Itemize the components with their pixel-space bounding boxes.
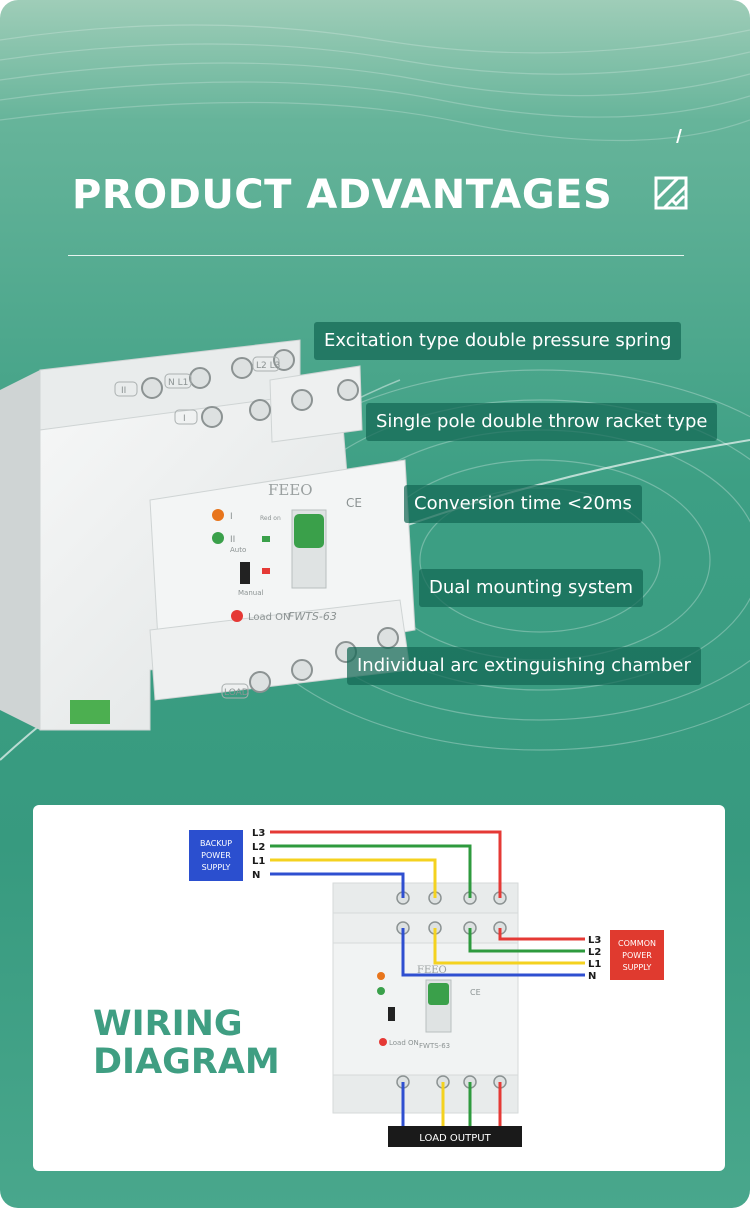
wire-backup-n xyxy=(270,872,405,898)
wiring-diagram: FEEO FWTS-63 Load ON CE xyxy=(189,828,664,1147)
feature-spdt-racket: Single pole double throw racket type xyxy=(366,403,718,441)
diagram-device-model: FWTS-63 xyxy=(419,1042,450,1050)
load-output-box xyxy=(388,1126,522,1147)
wire-common-n xyxy=(401,928,585,977)
common-line-l3: L3 xyxy=(588,935,601,946)
backup-line-l3: L3 xyxy=(252,828,265,839)
green-terminal-block xyxy=(70,700,110,724)
green-switch-handle xyxy=(294,514,324,548)
device-side xyxy=(0,370,40,730)
backup-label-1: BACKUP xyxy=(200,839,232,848)
device-ce-mark: CE xyxy=(346,496,362,510)
device-indicator-ii: II xyxy=(230,535,235,545)
check-badge-icon xyxy=(654,176,688,210)
device-auto-label: Auto xyxy=(230,546,246,554)
backup-label-3: SUPPLY xyxy=(202,863,231,872)
wire-backup-l2 xyxy=(270,844,472,898)
wiring-title-line1: WIRING xyxy=(93,1004,243,1044)
device-terminal-nl1: N L1 xyxy=(168,378,188,388)
common-label-3: SUPPLY xyxy=(623,963,652,972)
device-terminal-ii: II xyxy=(121,386,126,396)
wire-backup-l3 xyxy=(270,830,502,898)
feature-dual-mounting: Dual mounting system xyxy=(419,569,644,607)
wire-common-l3 xyxy=(498,928,585,941)
diagram-load-on: Load ON xyxy=(389,1039,419,1047)
wire-common-l1 xyxy=(433,928,585,965)
device-terminal-load: LOAD xyxy=(224,688,249,698)
backup-line-l2: L2 xyxy=(252,842,265,853)
section-title: PRODUCT ADVANTAGES xyxy=(72,172,613,218)
wiring-title-line2: DIAGRAM xyxy=(93,1042,280,1082)
device-terminal-l2l3: L2 L3 xyxy=(256,361,280,371)
device-indicator-i: I xyxy=(230,512,233,522)
feature-conversion-time: Conversion time <20ms xyxy=(404,485,642,523)
backup-label-2: POWER xyxy=(201,851,231,860)
transfer-switch-image: II N L1 L2 L3 I LOAD FEEO FWTS-63 CE I I… xyxy=(0,339,416,731)
backup-line-l1: L1 xyxy=(252,856,265,867)
wiring-card: WIRING DIAGRAM FEEO FWTS-63 Load ON CE xyxy=(33,805,725,1171)
load-on-light xyxy=(231,610,243,622)
diagram-device: FEEO FWTS-63 Load ON CE xyxy=(332,882,519,1114)
device-brand: FEEO xyxy=(268,481,313,499)
diagram-green-handle xyxy=(428,983,449,1005)
indicator-light-1 xyxy=(212,509,224,521)
diagram-ce-mark: CE xyxy=(470,988,481,997)
feature-arc-chamber: Individual arc extinguishing chamber xyxy=(347,647,701,685)
indicator-light-2 xyxy=(212,532,224,544)
device-red-on-label: Red on xyxy=(260,515,281,522)
device-terminal-i: I xyxy=(183,414,186,424)
common-line-n: N xyxy=(588,971,596,982)
title-divider xyxy=(68,255,684,256)
load-output-label: LOAD OUTPUT xyxy=(419,1133,491,1144)
device-load-on-label: Load ON xyxy=(248,612,291,623)
wire-common-l2 xyxy=(468,928,585,953)
wiring-title: WIRING DIAGRAM xyxy=(93,1005,280,1081)
device-model: FWTS-63 xyxy=(288,610,337,623)
backup-line-n: N xyxy=(252,870,260,881)
common-label-1: COMMON xyxy=(618,939,656,948)
common-label-2: POWER xyxy=(622,951,652,960)
common-line-l2: L2 xyxy=(588,947,601,958)
backup-power-box xyxy=(189,830,243,881)
common-line-l1: L1 xyxy=(588,959,601,970)
diagram-device-brand: FEEO xyxy=(417,965,447,976)
feature-pressure-spring: Excitation type double pressure spring xyxy=(314,322,682,360)
device-manual-label: Manual xyxy=(238,589,263,597)
wire-backup-l1 xyxy=(270,858,437,898)
common-power-box xyxy=(610,930,664,980)
